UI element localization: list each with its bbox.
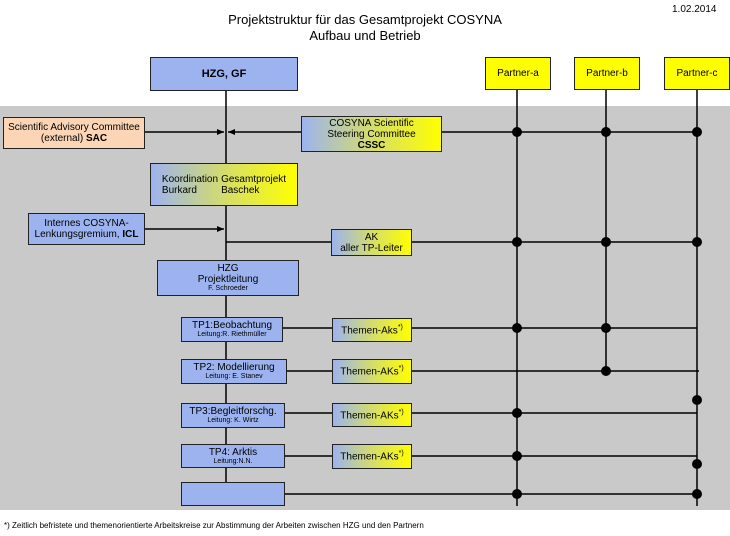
partner-c-label: Partner-c bbox=[676, 68, 718, 79]
pl-line2: Projektleitung bbox=[197, 274, 259, 285]
tp1-box: TP1:Beobachtung Leitung:R. Riethmüller bbox=[181, 317, 283, 342]
themen4-label: Themen-AKs bbox=[340, 451, 399, 463]
partner-a-box: Partner-a bbox=[485, 57, 551, 90]
tp1-lead: Leitung:R. Riethmüller bbox=[197, 331, 267, 338]
dot-tp3-a bbox=[512, 408, 522, 418]
ak-box: AK aller TP-Leiter bbox=[331, 229, 412, 256]
tp1-title: TP1:Beobachtung bbox=[191, 320, 273, 331]
icl-line1: Internes COSYNA- bbox=[44, 218, 129, 229]
dot-ak-c bbox=[692, 237, 702, 247]
themen-ak-box-2: Themen-AKs*) bbox=[332, 359, 412, 384]
dot-ak-a bbox=[512, 237, 522, 247]
dot-tp4-a bbox=[512, 451, 522, 461]
structure-panel bbox=[0, 106, 730, 510]
themen1-label: Themen-Aks bbox=[341, 325, 398, 337]
koordination-left-column: Koordination Burkard bbox=[162, 174, 218, 196]
projektleitung-box: HZG Projektleitung F. Schroeder bbox=[157, 260, 299, 296]
icl-line2-prefix: Lenkungsgremium, bbox=[34, 229, 123, 240]
cssc-line3: CSSC bbox=[357, 139, 386, 151]
ak-line2: aller TP-Leiter bbox=[340, 242, 403, 254]
koord-left2: Burkard bbox=[161, 184, 197, 196]
dot-ak-b bbox=[601, 237, 611, 247]
sac-box: Scientific Advisory Committee (external)… bbox=[3, 117, 145, 149]
sac-line2-bold: SAC bbox=[85, 133, 108, 144]
pl-line1: HZG bbox=[217, 263, 239, 274]
dot-cssc-c bbox=[692, 127, 702, 137]
cssc-box: COSYNA Scientific Steering Committee CSS… bbox=[301, 116, 442, 152]
themen-ak-box-3: Themen-AKs*) bbox=[332, 403, 412, 427]
koordination-box: Koordination Burkard Gesamtprojekt Basch… bbox=[150, 163, 298, 206]
partner-a-label: Partner-a bbox=[497, 68, 539, 79]
tp3-lead: Leitung: K. Wirtz bbox=[207, 417, 259, 424]
koord-right1: Gesamtprojekt bbox=[221, 173, 287, 185]
cssc-line1: COSYNA Scientific bbox=[329, 117, 414, 129]
chart-title: Projektstruktur für das Gesamtprojekt CO… bbox=[228, 12, 502, 27]
chart-subtitle: Aufbau und Betrieb bbox=[309, 28, 421, 43]
cssc-line2: Steering Committee bbox=[327, 128, 416, 140]
dot-empty-a bbox=[512, 489, 522, 499]
tp4-lead: Leitung:N.N. bbox=[213, 457, 253, 465]
ak-line1: AK bbox=[364, 231, 379, 243]
koord-right2: Baschek bbox=[221, 184, 260, 196]
themen-ak-box-1: Themen-Aks*) bbox=[332, 318, 412, 342]
sac-arrowhead bbox=[217, 129, 224, 135]
cssc-arrowhead bbox=[228, 129, 235, 135]
themen2-sup: *) bbox=[398, 365, 404, 373]
partner-c-box: Partner-c bbox=[664, 57, 730, 90]
dot-tp2-b bbox=[601, 366, 611, 376]
tp3-box: TP3:Begleitforschg. Leitung: K. Wirtz bbox=[181, 403, 285, 428]
dot-empty-c bbox=[692, 489, 702, 499]
footnote: *) Zeitlich befristete und themenorienti… bbox=[4, 521, 424, 530]
tp4-box: TP4: Arktis Leitung:N.N. bbox=[181, 444, 285, 468]
themen3-sup: *) bbox=[398, 408, 404, 416]
empty-placeholder-box bbox=[181, 482, 285, 506]
themen4-sup: *) bbox=[398, 450, 404, 458]
tp3-title: TP3:Begleitforschg. bbox=[189, 406, 277, 417]
date-label: 1.02.2014 bbox=[672, 4, 717, 15]
hzg-gf-box: HZG, GF bbox=[150, 57, 298, 91]
tp4-title: TP4: Arktis bbox=[208, 446, 258, 458]
tp2-lead: Leitung: E. Stanev bbox=[205, 373, 263, 380]
themen3-label: Themen-AKs bbox=[340, 410, 399, 422]
dot-tp1-a bbox=[512, 323, 522, 333]
partner-b-label: Partner-b bbox=[586, 68, 628, 79]
tp2-title: TP2: Modellierung bbox=[193, 362, 275, 373]
pl-line3: F. Schroeder bbox=[208, 285, 248, 292]
dot-tp1-b bbox=[601, 323, 611, 333]
icl-line2-bold: ICL bbox=[122, 229, 139, 240]
themen-ak-box-4: Themen-AKs*) bbox=[332, 444, 412, 469]
themen1-sup: *) bbox=[397, 323, 403, 331]
dot-cssc-b bbox=[601, 127, 611, 137]
icl-arrowhead bbox=[217, 226, 224, 232]
koordination-right-column: Gesamtprojekt Baschek bbox=[221, 174, 286, 196]
dot-cssc-a bbox=[512, 127, 522, 137]
themen2-label: Themen-AKs bbox=[340, 366, 399, 378]
sac-line1: Scientific Advisory Committee bbox=[8, 122, 140, 133]
sac-line2-prefix: (external) bbox=[40, 133, 86, 144]
dot-tp3-c bbox=[692, 395, 702, 405]
partner-b-box: Partner-b bbox=[574, 57, 640, 90]
icl-box: Internes COSYNA- Lenkungsgremium, ICL bbox=[28, 213, 145, 245]
tp2-box: TP2: Modellierung Leitung: E. Stanev bbox=[181, 359, 287, 384]
dot-tp4-c bbox=[692, 459, 702, 469]
hzg-gf-label: HZG, GF bbox=[201, 67, 247, 80]
koord-left1: Koordination bbox=[161, 173, 219, 185]
